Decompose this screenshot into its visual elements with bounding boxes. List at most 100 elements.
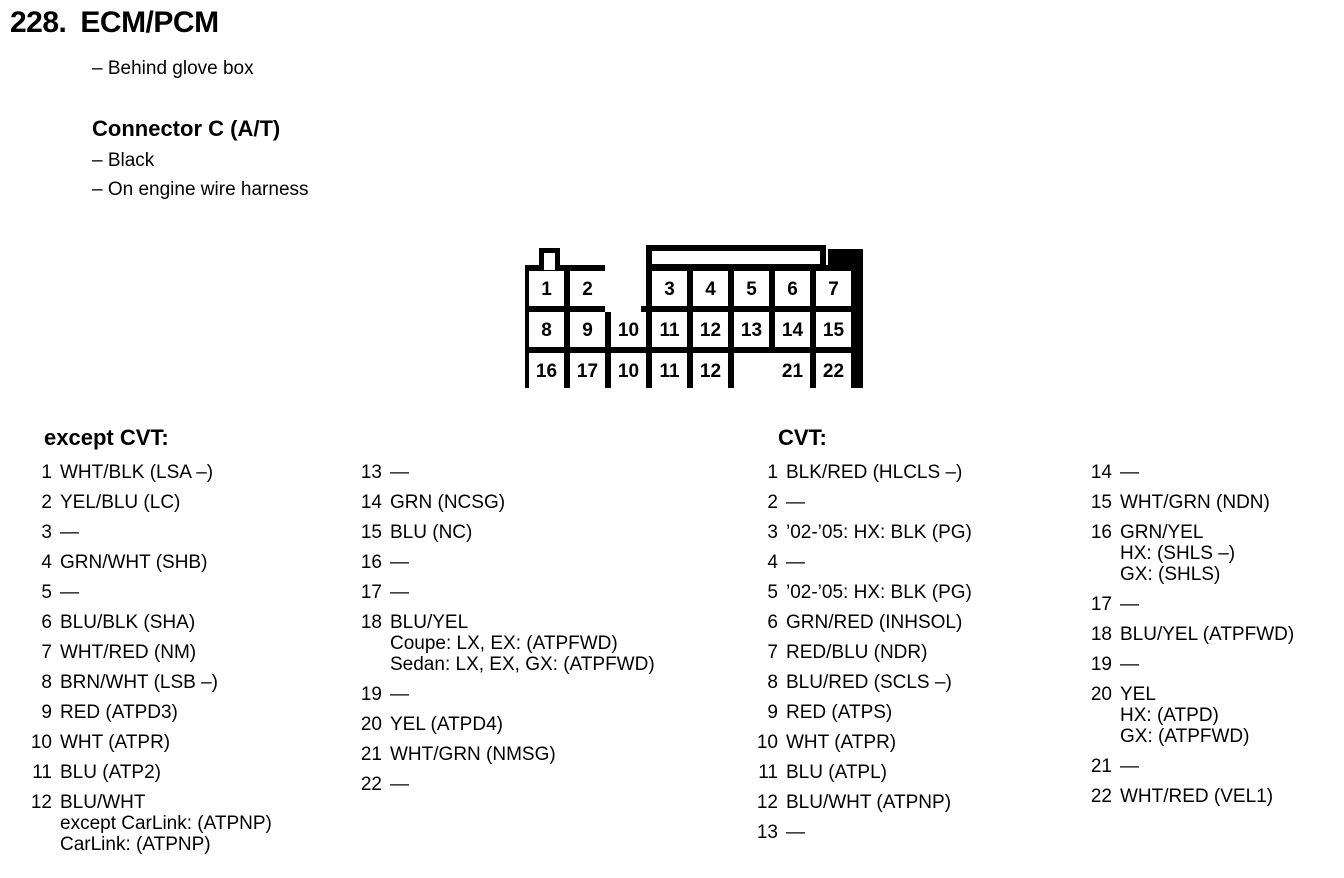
- pin-value: RED (ATPD3): [60, 702, 178, 723]
- pin-value: GRN/YEL: [1120, 522, 1204, 543]
- pin-body: WHT/BLK (LSA –): [60, 462, 213, 483]
- pin-number: 20: [1090, 684, 1112, 705]
- pin-number: 15: [1090, 492, 1112, 513]
- pin-number: 16: [360, 552, 382, 573]
- pin-number: 5: [767, 582, 778, 603]
- pin-row: 13—: [748, 822, 972, 843]
- pin-number: 2: [767, 492, 778, 513]
- pin-number: 7: [41, 642, 52, 663]
- pin-body: RED (ATPS): [786, 702, 892, 723]
- pin-body: —: [786, 822, 805, 843]
- row3-gap: [734, 353, 775, 388]
- pin-body: WHT (ATPR): [60, 732, 170, 753]
- pin-body: —: [1120, 654, 1139, 675]
- pin-body: WHT (ATPR): [786, 732, 896, 753]
- connector-pin-number: 21: [782, 361, 804, 382]
- pin-value-empty: —: [1120, 462, 1139, 483]
- pin-number: 6: [41, 612, 52, 633]
- pin-number: 22: [1090, 786, 1112, 807]
- pin-value-empty: —: [390, 462, 409, 483]
- pin-value: BLU/BLK (SHA): [60, 612, 196, 633]
- pin-value: BLU/RED (SCLS –): [786, 672, 952, 693]
- pin-body: GRN/WHT (SHB): [60, 552, 207, 573]
- pin-row: 16—: [352, 552, 655, 573]
- pin-row: 21—: [1082, 756, 1294, 777]
- pin-value: BLU/YEL: [390, 612, 469, 633]
- pin-value-empty: —: [60, 522, 79, 543]
- connector-pin-number: 7: [828, 279, 839, 300]
- pin-row: 19 —: [1082, 654, 1294, 675]
- pin-body: RED (ATPD3): [60, 702, 178, 723]
- pin-number: 17: [1090, 594, 1112, 615]
- connector-pin-number: 10: [618, 320, 639, 341]
- pin-body: —: [1120, 594, 1139, 615]
- connector-pin-number: 16: [536, 361, 557, 382]
- pin-number: 18: [360, 612, 382, 633]
- connector-pin-number: 6: [787, 279, 798, 300]
- pin-number: 2: [41, 492, 52, 513]
- pin-row: 2 YEL/BLU (LC): [22, 492, 272, 513]
- pin-sub-value: Coupe: LX, EX: (ATPFWD): [390, 633, 618, 654]
- pin-value: GRN/RED (INHSOL): [786, 612, 963, 633]
- pin-body: YEL (ATPD4): [390, 714, 503, 735]
- pin-body: GRN (NCSG): [390, 492, 505, 513]
- pin-number: 1: [41, 462, 52, 483]
- cell-interior: [775, 271, 810, 306]
- pin-row: 2—: [748, 492, 972, 513]
- pin-value-empty: —: [786, 492, 805, 513]
- pin-row: 13—: [352, 462, 655, 483]
- pin-value: YEL/BLU (LC): [60, 492, 181, 513]
- cell-interior: [652, 353, 687, 388]
- pin-value: WHT/RED (NM): [60, 642, 197, 663]
- pin-row: 10 WHT (ATPR): [748, 732, 972, 753]
- connector-color-note: – Black: [92, 150, 155, 171]
- pin-body: BLU/RED (SCLS –): [786, 672, 952, 693]
- pin-number: 10: [756, 732, 778, 753]
- pin-row: 4—: [748, 552, 972, 573]
- pin-number: 19: [360, 684, 382, 705]
- notch-above-cell-7: [828, 249, 863, 271]
- pin-number: 15: [360, 522, 382, 543]
- pin-value: GRN (NCSG): [390, 492, 506, 513]
- cell-interior: [570, 353, 605, 388]
- pin-value: YEL (ATPD4): [390, 714, 503, 735]
- pin-body: BRN/WHT (LSB –): [60, 672, 218, 693]
- cell-interior: [816, 271, 851, 306]
- connector-pin-number: 2: [582, 279, 593, 300]
- pin-sub-value: CarLink: (ATPNP): [60, 834, 211, 855]
- pin-value-empty: —: [60, 582, 79, 603]
- page-number: 228.: [10, 6, 67, 39]
- pin-number: 19: [1090, 654, 1112, 675]
- pin-number: 21: [360, 744, 382, 765]
- pin-value: BLU/WHT: [60, 792, 146, 813]
- pin-value-empty: —: [390, 582, 409, 603]
- pin-body: GRN/RED (INHSOL): [786, 612, 962, 633]
- cell-interior: [529, 312, 564, 347]
- pin-number: 21: [1090, 756, 1112, 777]
- cell-interior: [570, 271, 605, 306]
- list-heading-except-cvt: except CVT:: [44, 425, 169, 450]
- pin-row: 1 WHT/BLK (LSA –): [22, 462, 272, 483]
- pin-body: —: [390, 462, 409, 483]
- pin-value-empty: —: [1120, 654, 1139, 675]
- pin-value: WHT/BLK (LSA –): [60, 462, 214, 483]
- pin-sub-value: GX: (ATPFWD): [1120, 726, 1250, 747]
- connector-pin-number: 15: [823, 320, 845, 341]
- pin-sub-value: HX: (ATPD): [1120, 705, 1219, 726]
- pin-row: 22—: [352, 774, 655, 795]
- pin-value: BRN/WHT (LSB –): [60, 672, 219, 693]
- pin-value-empty: —: [786, 552, 805, 573]
